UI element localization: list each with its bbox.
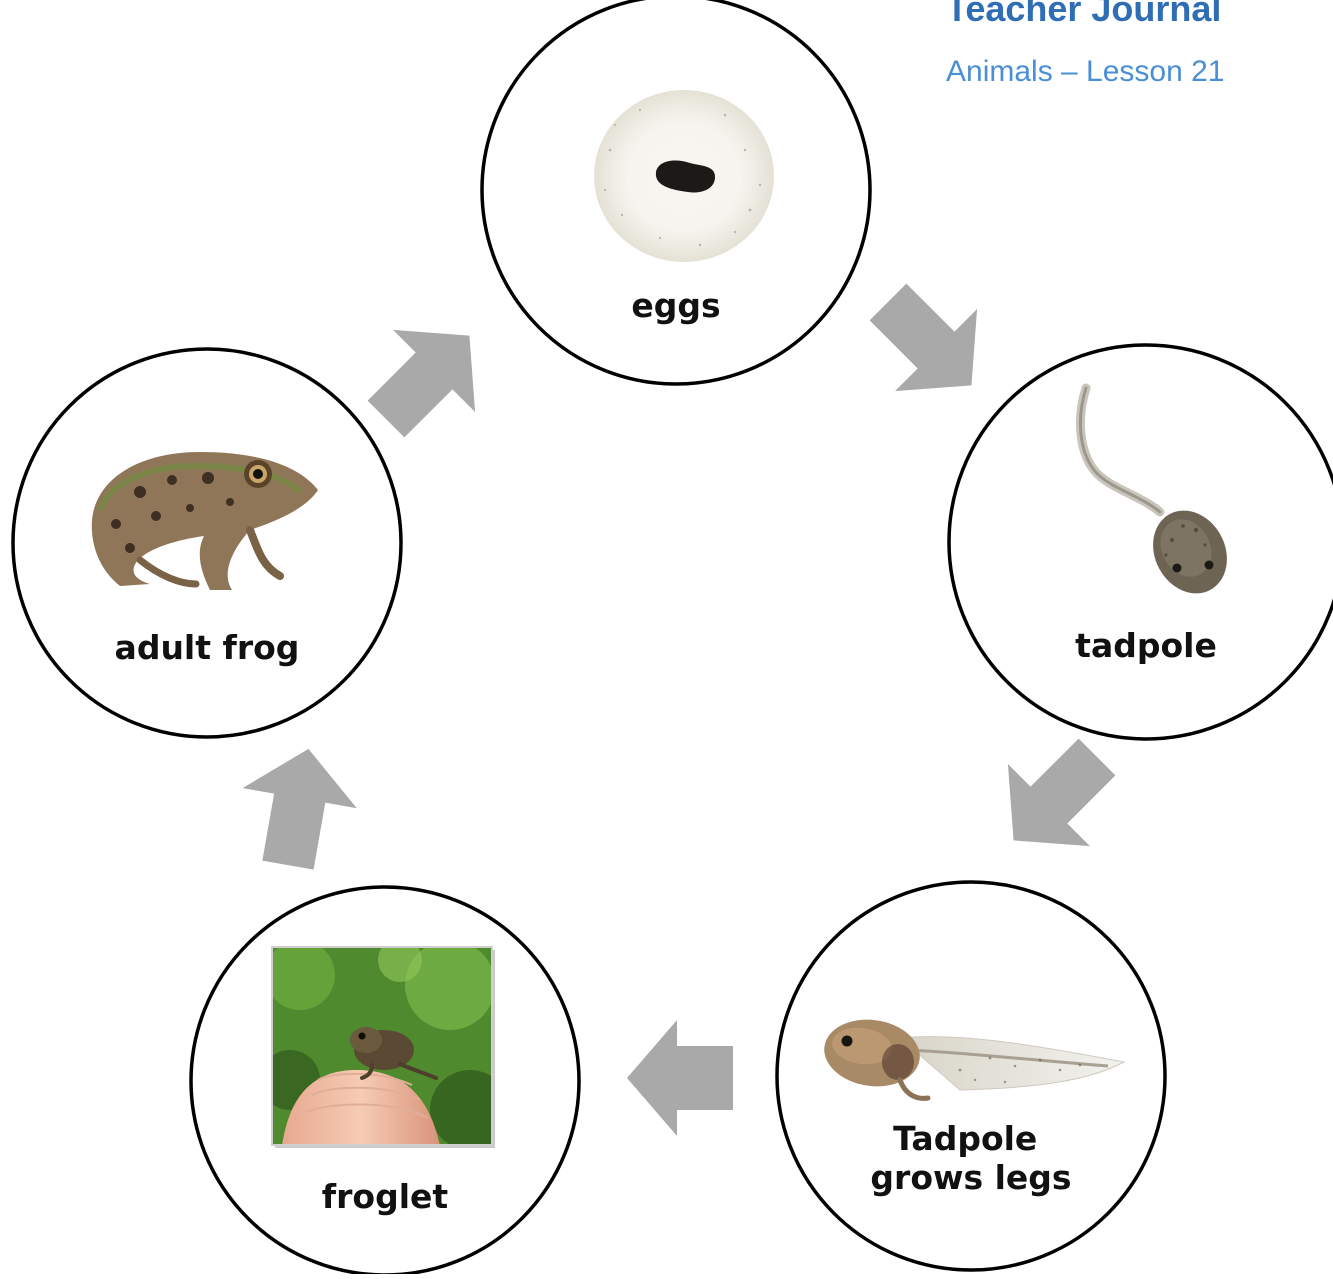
arrow-tadpole-to-legs <box>973 716 1138 881</box>
stage-froglet: froglet <box>191 887 579 1274</box>
stage-eggs: eggs <box>482 0 870 384</box>
stage-label-adult-frog: adult frog <box>115 628 300 667</box>
stage-circle <box>949 345 1333 739</box>
stage-label-line: froglet <box>322 1177 449 1216</box>
frog-egg-icon <box>594 90 774 262</box>
stage-label-tadpole-legs: Tadpole grows legs <box>870 1119 1071 1197</box>
stage-label-line: grows legs <box>870 1158 1071 1197</box>
stage-adult-frog: adult frog <box>13 349 401 737</box>
stage-label-line: eggs <box>631 286 720 325</box>
arrow-froglet-to-adult <box>231 739 366 875</box>
froglet-on-finger-photo <box>260 938 510 1150</box>
stage-label-tadpole: tadpole <box>1075 626 1217 665</box>
stage-label-line: Tadpole <box>893 1119 1037 1158</box>
arrow-eggs-to-tadpole <box>847 261 1012 426</box>
page-title: Teacher Journal <box>946 0 1221 30</box>
stage-label-line: adult frog <box>115 628 300 667</box>
stage-tadpole: tadpole <box>949 345 1333 739</box>
stage-label-eggs: eggs <box>631 286 720 325</box>
stage-label-line: tadpole <box>1075 626 1217 665</box>
stage-label-froglet: froglet <box>322 1177 449 1216</box>
stage-tadpole-legs: Tadpole grows legs <box>777 882 1165 1270</box>
arrow-legs-to-froglet <box>627 1020 733 1136</box>
page-subtitle: Animals – Lesson 21 <box>946 55 1225 89</box>
